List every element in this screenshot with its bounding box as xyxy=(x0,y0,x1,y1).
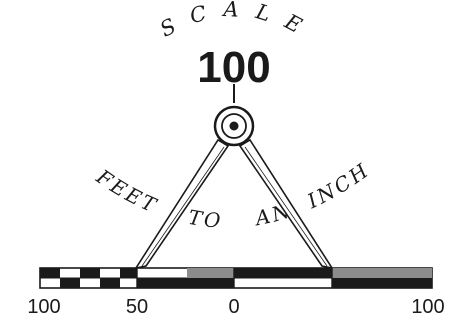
phrase-feet: FEET xyxy=(91,164,162,218)
bar-label-right-100: 100 xyxy=(411,296,444,318)
scale-bar xyxy=(40,268,432,288)
phrase-to: TO xyxy=(187,205,225,233)
dividers-icon xyxy=(136,84,332,272)
scale-word-arc: SCALE xyxy=(156,0,320,45)
bar-label-left-100: 100 xyxy=(27,296,60,318)
scale-phrase-arc: FEET TO AN INCH xyxy=(91,157,374,233)
bar-label-50: 50 xyxy=(126,296,148,318)
scale-word: SCALE xyxy=(156,0,320,45)
bar-label-0: 0 xyxy=(228,296,239,318)
phrase-inch: INCH xyxy=(303,157,375,213)
